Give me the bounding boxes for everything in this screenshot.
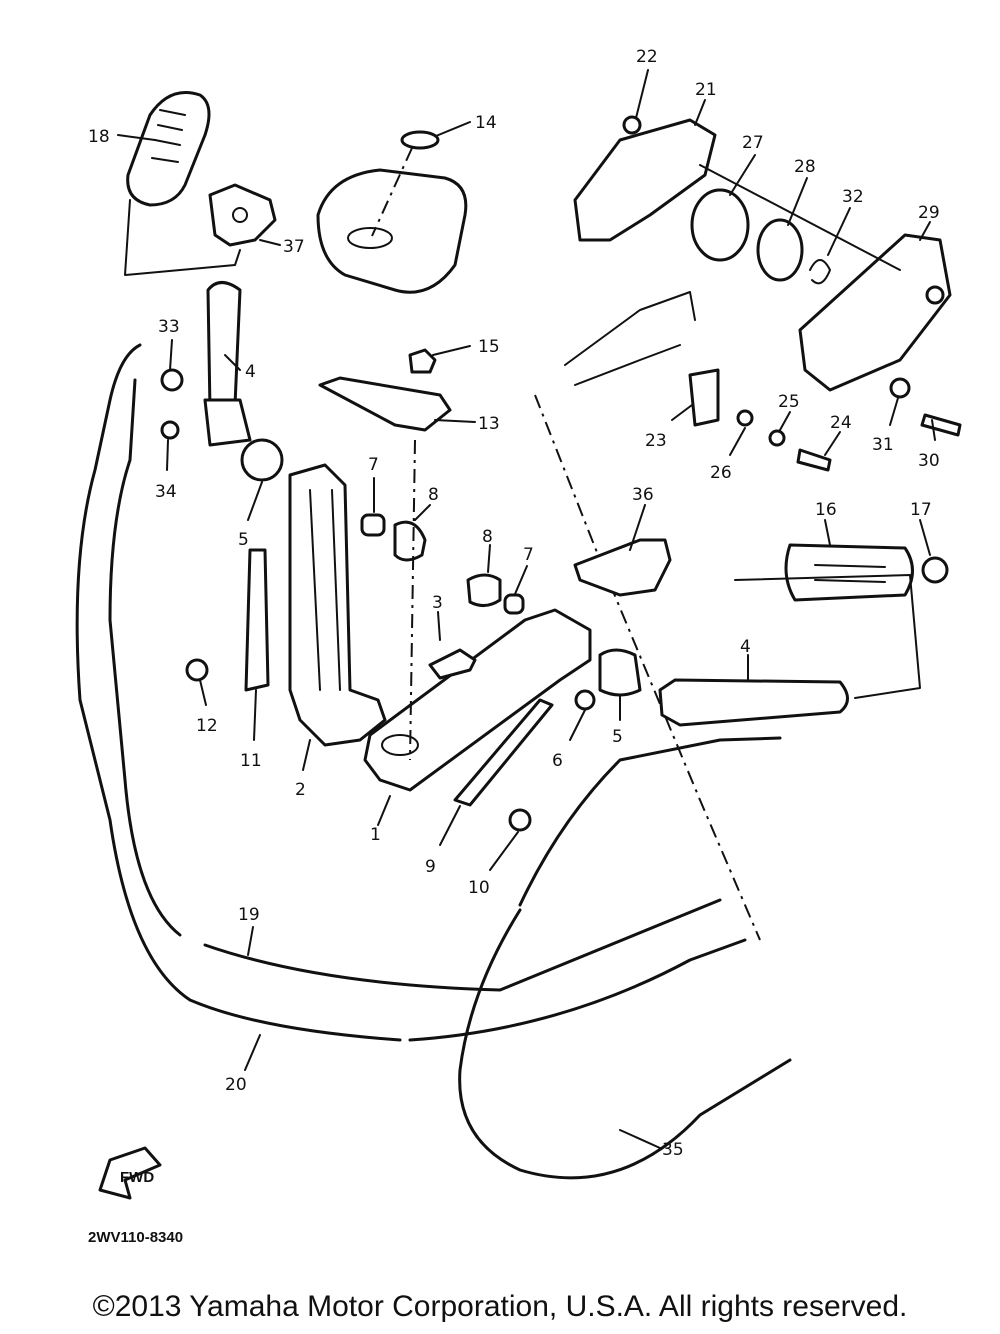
label-5-right: 5 [612,727,623,747]
label-24: 24 [830,413,852,433]
label-10: 10 [468,878,490,898]
copyright-text: ©2013 Yamaha Motor Corporation, U.S.A. A… [92,1290,908,1323]
handlebar-left-4 [203,281,252,447]
label-35: 35 [662,1140,684,1160]
label-13: 13 [478,414,500,434]
label-15: 15 [478,337,500,357]
label-21: 21 [695,80,717,100]
label-22: 22 [636,47,658,67]
label-30: 30 [918,451,940,471]
right-small-parts [688,368,962,472]
label-7-right: 7 [523,545,534,565]
label-37: 37 [283,237,305,257]
leader-right-grip [734,574,921,699]
label-23: 23 [645,431,667,451]
holder-2 [240,438,387,747]
label-16: 16 [815,500,837,520]
label-1: 1 [370,825,381,845]
switch-wire [564,291,696,386]
label-17: 17 [910,500,932,520]
label-3: 3 [432,593,443,613]
housing-36 [573,538,672,597]
label-34: 34 [155,482,177,502]
label-2: 2 [295,780,306,800]
label-11: 11 [240,751,262,771]
label-12: 12 [196,716,218,736]
switch-assembly-right [573,115,952,392]
label-7-left: 7 [368,455,379,475]
label-9: 9 [425,857,436,877]
cover-14 [316,130,468,294]
leader-grip-group [124,199,241,276]
label-28: 28 [794,157,816,177]
part-labels: 1 2 3 4 4 5 5 6 7 7 8 8 9 10 11 12 13 14 [88,47,940,1160]
dash-right-cable [534,394,761,941]
label-31: 31 [872,435,894,455]
switch-holder-37 [208,183,277,247]
label-18: 18 [88,127,110,147]
diagram-code: 2WV110-8340 [88,1229,183,1246]
label-8-left: 8 [428,485,439,505]
grip-16 [784,543,949,602]
fwd-label: FWD [120,1169,154,1186]
grip-18 [126,91,211,207]
label-4-right: 4 [740,637,751,657]
small-parts [160,348,642,832]
axis-line-center [409,439,416,761]
label-14: 14 [475,113,497,133]
label-25: 25 [778,392,800,412]
label-5-left: 5 [238,530,249,550]
label-29: 29 [918,203,940,223]
label-4-left: 4 [245,362,256,382]
label-32: 32 [842,187,864,207]
label-6: 6 [552,751,563,771]
label-26: 26 [710,463,732,483]
label-36: 36 [632,485,654,505]
label-27: 27 [742,133,764,153]
handlebar-right-4 [658,678,849,727]
label-8-right: 8 [482,527,493,547]
fwd-arrow: FWD [98,1146,162,1200]
label-33: 33 [158,317,180,337]
label-19: 19 [238,905,260,925]
holder-1 [363,608,592,807]
plate-11 [244,548,270,692]
cables [75,343,792,1180]
label-20: 20 [225,1075,247,1095]
